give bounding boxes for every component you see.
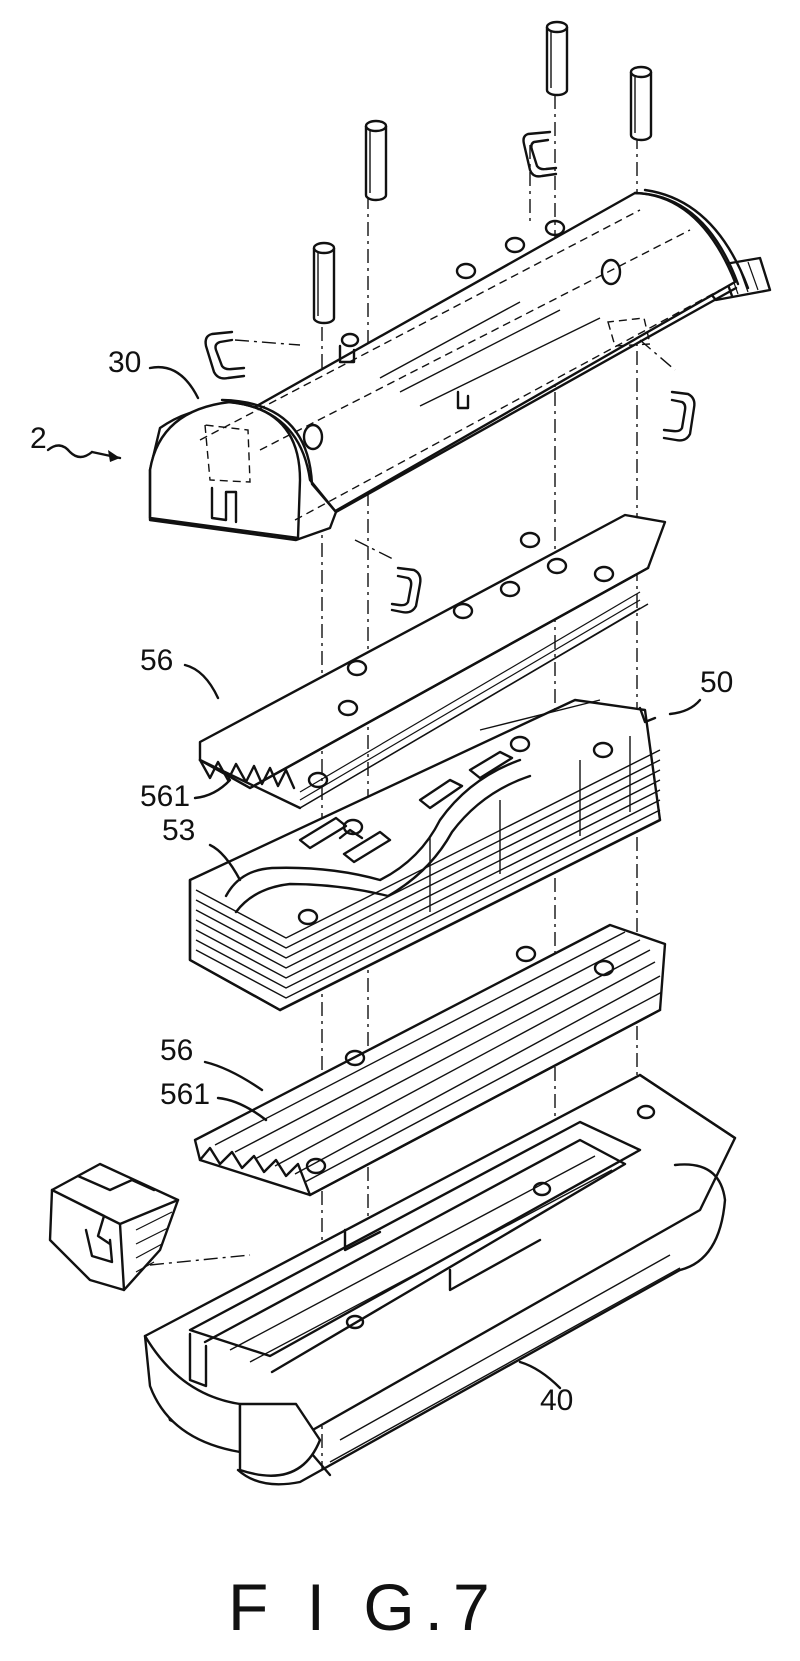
pin-2 — [364, 119, 388, 202]
clip-2 — [522, 130, 558, 178]
label-top-cover: 30 — [108, 346, 141, 379]
fin-stack-50 — [188, 698, 662, 1012]
reference-labels: 30 2 56 50 561 53 56 561 40 — [30, 346, 733, 1417]
label-fin-stack: 50 — [700, 666, 733, 699]
label-lower-plate-teeth: 561 — [160, 1078, 210, 1111]
end-block — [48, 1162, 180, 1292]
pin-1 — [312, 241, 336, 325]
label-assembly: 2 — [30, 422, 47, 455]
pin-3 — [545, 20, 569, 97]
label-base-housing: 40 — [540, 1384, 573, 1417]
label-fin-channels: 53 — [162, 814, 195, 847]
clip-4 — [390, 566, 422, 614]
pin-4 — [629, 65, 653, 142]
base-housing-40 — [143, 1073, 737, 1486]
upper-plate-56 — [198, 513, 667, 810]
figure-caption: F I G.7 — [228, 1570, 500, 1644]
label-upper-plate: 56 — [140, 644, 173, 677]
top-cover-30 — [148, 188, 772, 542]
clip-1 — [204, 330, 246, 380]
label-lower-plate: 56 — [160, 1034, 193, 1067]
lower-plate-56 — [193, 923, 667, 1197]
leader-lines — [46, 365, 702, 1390]
label-upper-plate-teeth: 561 — [140, 780, 190, 813]
clip-3 — [662, 390, 696, 442]
